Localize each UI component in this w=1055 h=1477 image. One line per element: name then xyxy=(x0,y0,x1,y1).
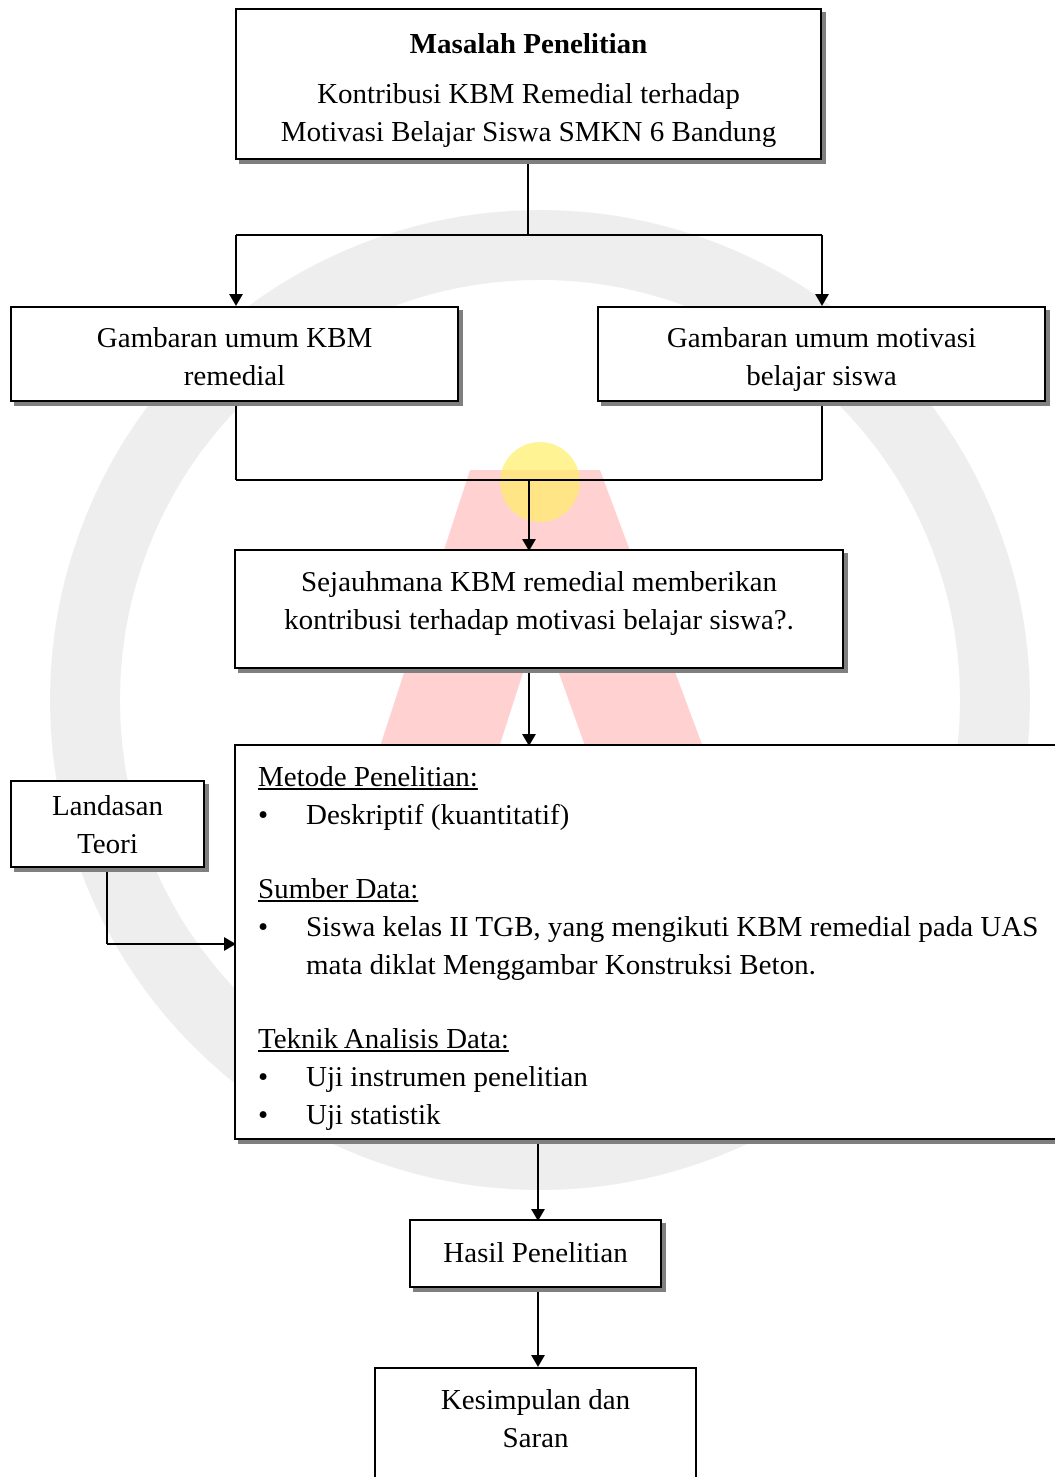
conclusion-line: Saran xyxy=(502,1422,569,1454)
analysis-item: Uji statistik xyxy=(258,1096,1049,1134)
remedial-overview-box: Gambaran umum KBM remedial xyxy=(10,306,459,402)
method-heading: Metode Penelitian: xyxy=(258,761,478,793)
theory-line: Landasan xyxy=(51,790,164,822)
motivation-overview-line: Gambaran umum motivasi xyxy=(666,322,977,354)
motivation-overview-line: belajar siswa xyxy=(746,360,897,392)
method-list: Deskriptif (kuantitatif) xyxy=(258,796,1049,834)
research-question-box: Sejauhmana KBM remedial memberikan kontr… xyxy=(234,549,844,669)
methodology-box: Metode Penelitian: Deskriptif (kuantitat… xyxy=(234,744,1055,1140)
seal-ring xyxy=(50,210,1030,1190)
conclusion-box: Kesimpulan dan Saran xyxy=(374,1367,697,1477)
data-source-item: Siswa kelas II TGB, yang mengikuti KBM r… xyxy=(258,908,1049,984)
research-question-line: kontribusi terhadap motivasi belajar sis… xyxy=(284,604,794,636)
research-problem-title: Masalah Penelitian xyxy=(409,28,648,60)
remedial-overview-line: remedial xyxy=(183,360,286,392)
analysis-item: Uji instrumen penelitian xyxy=(258,1058,1049,1096)
data-source-list: Siswa kelas II TGB, yang mengikuti KBM r… xyxy=(258,908,1049,984)
seal-dot xyxy=(500,442,580,522)
results-box: Hasil Penelitian xyxy=(409,1219,662,1288)
results-label: Hasil Penelitian xyxy=(443,1237,628,1269)
research-problem-box: Masalah Penelitian Kontribusi KBM Remedi… xyxy=(235,8,822,160)
method-item: Deskriptif (kuantitatif) xyxy=(258,796,1049,834)
data-source-heading: Sumber Data: xyxy=(258,873,419,905)
remedial-overview-line: Gambaran umum KBM xyxy=(96,322,373,354)
motivation-overview-box: Gambaran umum motivasi belajar siswa xyxy=(597,306,1046,402)
analysis-heading: Teknik Analisis Data: xyxy=(258,1023,509,1055)
theory-line: Teori xyxy=(77,828,138,860)
conclusion-line: Kesimpulan dan xyxy=(440,1384,631,1416)
research-question-line: Sejauhmana KBM remedial memberikan xyxy=(301,566,777,598)
analysis-list: Uji instrumen penelitian Uji statistik xyxy=(258,1058,1049,1134)
research-problem-line: Kontribusi KBM Remedial terhadap xyxy=(317,78,740,110)
research-problem-line: Motivasi Belajar Siswa SMKN 6 Bandung xyxy=(280,116,777,148)
theory-box: Landasan Teori xyxy=(10,780,205,868)
